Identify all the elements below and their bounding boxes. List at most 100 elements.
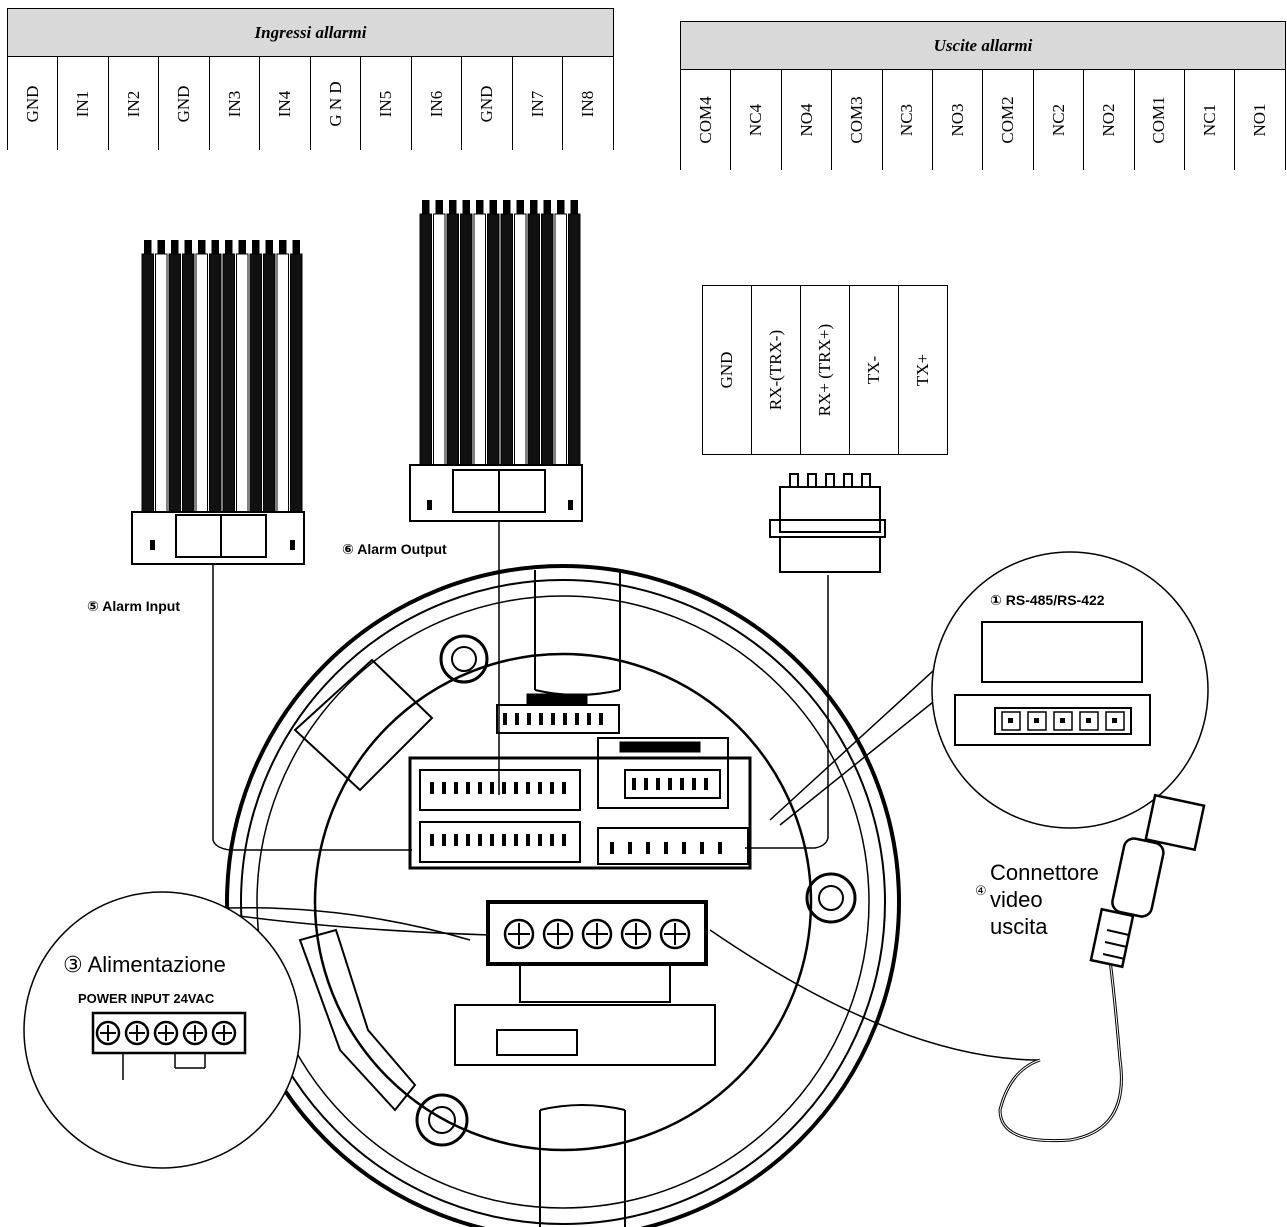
alarm-input-pin-cell: IN8 (562, 56, 614, 150)
pcb-pin (466, 834, 470, 846)
pcb-pin (454, 782, 458, 794)
alarm-output-pin-cell: NO1 (1234, 69, 1286, 170)
wire-tip (238, 240, 246, 254)
pcb-pin (610, 842, 614, 854)
alarm-input-pin-cell: IN2 (107, 56, 160, 150)
wire-tip (516, 200, 524, 214)
pcb-pin (490, 834, 494, 846)
wire (182, 253, 195, 513)
wire (168, 253, 181, 513)
rs485-detail (931, 551, 1209, 829)
pcb-pin (656, 778, 660, 790)
rs485-pin-cell: TX+ (898, 285, 948, 455)
wire (236, 253, 249, 513)
wire-tip (252, 240, 260, 254)
alarm-input-pin-cell: IN5 (360, 56, 412, 150)
pcb-pin (575, 713, 579, 725)
pcb-pin (668, 778, 672, 790)
pcb-pin (527, 713, 531, 725)
wire-tip (279, 240, 287, 254)
wire-tip (211, 240, 219, 254)
power-input-label: POWER INPUT 24VAC (78, 991, 215, 1006)
alarm-output-pin-cell: NC3 (881, 69, 934, 170)
alarm-output-pin-cell: NC1 (1184, 69, 1236, 170)
wire-tip (157, 240, 165, 254)
wire-tip (144, 240, 152, 254)
wire (541, 213, 554, 466)
wire (222, 253, 235, 513)
pcb-pin (718, 842, 722, 854)
rs485-pin-cell: RX-(TRX-) (751, 285, 801, 455)
wire (473, 213, 486, 466)
camera-base (225, 564, 901, 1227)
alarm-input-pin-cell: GND (158, 56, 210, 150)
pcb-pin (526, 782, 530, 794)
pcb-pin (514, 782, 518, 794)
video-label-line2: video (990, 887, 1043, 912)
alarm-output-pin-cell: NC2 (1032, 69, 1085, 170)
alarm-output-pin-cell: COM2 (982, 69, 1034, 170)
alarm-input-pin-cell: GND (461, 56, 513, 150)
wire (433, 213, 446, 466)
video-label-line1: Connettore (990, 860, 1099, 885)
wire-tip (530, 200, 538, 214)
pcb-pin (700, 842, 704, 854)
alarm-inputs-title: Ingressi allarmi (7, 8, 614, 57)
wire (527, 213, 540, 466)
power-terminal-screws (503, 918, 691, 950)
alarm-input-connector (131, 240, 305, 565)
pcb-pin (692, 778, 696, 790)
pcb-pin (599, 713, 603, 725)
alarm-input-pin-cell: IN7 (511, 56, 564, 150)
rs485-pin-cell: TX- (849, 285, 899, 455)
pcb-pin (514, 834, 518, 846)
wire-tip (171, 240, 179, 254)
wire-tip (503, 200, 511, 214)
leader-lines (212, 521, 1041, 1061)
pcb-pin (515, 713, 519, 725)
alarm-output-connector (409, 200, 583, 522)
wire (446, 213, 459, 466)
pcb-pin (551, 713, 555, 725)
wire (249, 253, 262, 513)
video-label-line3: uscita (990, 914, 1048, 939)
pcb-pin (644, 778, 648, 790)
wire (209, 253, 222, 513)
alarm-output-label: ⑥ Alarm Output (342, 541, 447, 557)
wire-tip (557, 200, 565, 214)
wire-tip (435, 200, 443, 214)
pcb-pin (466, 782, 470, 794)
pcb-pin (562, 834, 566, 846)
alarm-input-pin-cell: G N D (309, 56, 362, 150)
pcb-pin (503, 713, 507, 725)
wire (568, 213, 581, 466)
rs485-plug (769, 473, 886, 573)
alarm-output-pin-cell: COM1 (1133, 69, 1186, 170)
pcb-pin (664, 842, 668, 854)
pcb-pin (526, 834, 530, 846)
pcb-pin (682, 842, 686, 854)
wire (276, 253, 289, 513)
wire-tip (292, 240, 300, 254)
pcb-pin (442, 782, 446, 794)
rs485-label: ① RS-485/RS-422 (990, 592, 1105, 608)
alarm-output-pin-cell: NO4 (780, 69, 833, 170)
alarm-input-label: ⑤ Alarm Input (87, 598, 180, 614)
alarm-output-pin-cell: NO2 (1083, 69, 1135, 170)
pcb-pin (478, 782, 482, 794)
pcb-pin (680, 778, 684, 790)
wire (460, 213, 473, 466)
wire (141, 253, 154, 513)
alarm-input-pin-cell: IN3 (208, 56, 261, 150)
wire (195, 253, 208, 513)
wire-tip (422, 200, 430, 214)
pcb-pin (562, 782, 566, 794)
pcb-pin (539, 713, 543, 725)
pcb-connectors (408, 693, 752, 1066)
rs485-detail-pins (1001, 711, 1125, 731)
